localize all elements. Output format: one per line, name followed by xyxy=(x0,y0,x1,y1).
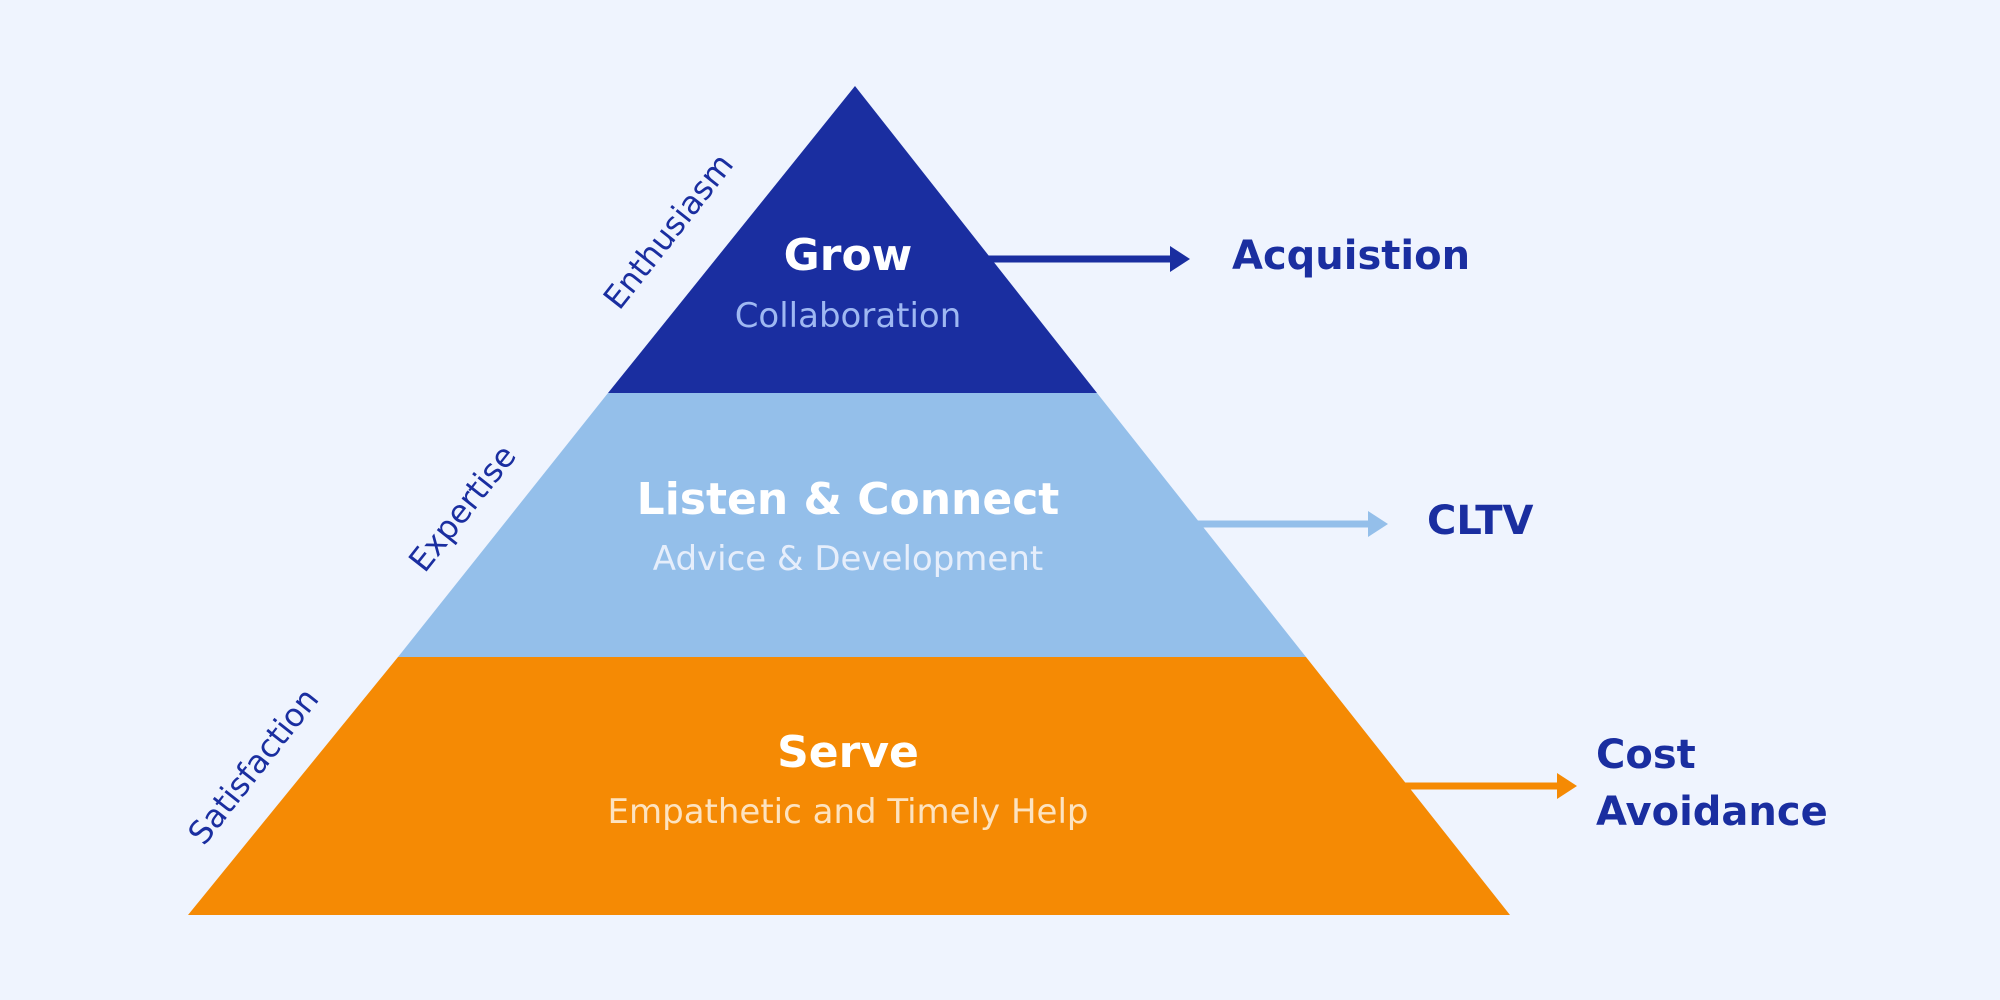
tier-grow-shape xyxy=(608,86,1097,393)
tier-grow-subtitle: Collaboration xyxy=(735,296,962,336)
tier-listen-title: Listen & Connect xyxy=(637,474,1060,525)
tier-grow-title: Grow xyxy=(784,230,913,281)
arrow-acquisition xyxy=(985,246,1190,272)
tier-listen-shape xyxy=(398,393,1306,657)
tier-serve-shape xyxy=(188,657,1510,915)
tier-serve-title: Serve xyxy=(777,727,919,778)
outcome-cost-line2: Avoidance xyxy=(1596,789,1828,835)
tier-listen-subtitle: Advice & Development xyxy=(653,539,1043,579)
outcome-cltv: CLTV xyxy=(1427,498,1534,544)
tier-serve-subtitle: Empathetic and Timely Help xyxy=(608,792,1089,832)
outcome-acquisition: Acquistion xyxy=(1232,233,1470,279)
arrow-cost-avoidance xyxy=(1402,773,1577,799)
outcome-cost-line1: Cost xyxy=(1596,732,1696,778)
arrow-cltv xyxy=(1197,511,1388,537)
